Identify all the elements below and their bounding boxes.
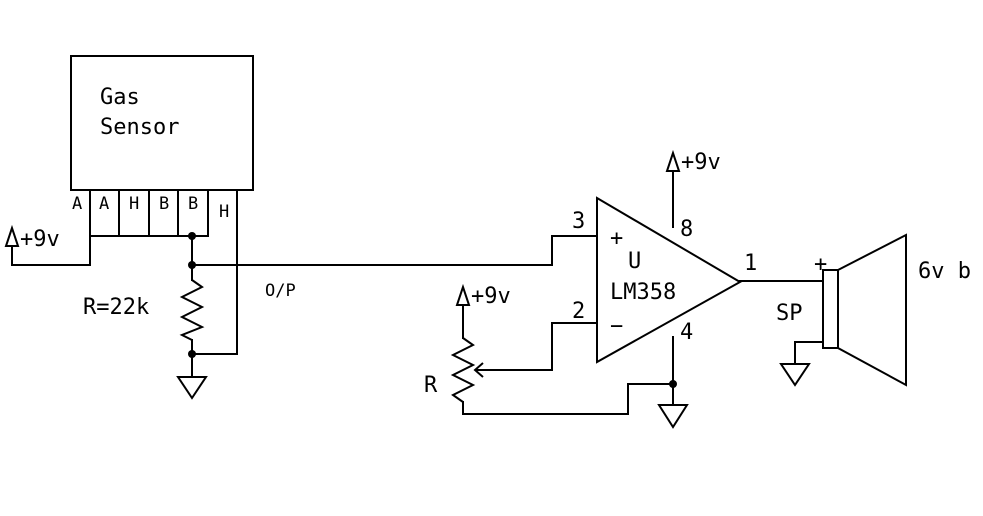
- speaker: + SP 6v b: [739, 233, 971, 387]
- opamp-pin-4: 4: [680, 320, 693, 345]
- supply-pot-label: +9v: [471, 284, 511, 309]
- gas-sensor-title-line2: Sensor: [100, 115, 179, 140]
- potentiometer: +9v R: [424, 283, 598, 403]
- gas-sensor-title-line1: Gas: [100, 85, 140, 110]
- wire-speaker-ground: [794, 341, 824, 365]
- supply-opamp-label: +9v: [681, 150, 721, 175]
- wire-heater-return: [191, 189, 238, 355]
- opamp-plus-sign: +: [610, 226, 623, 251]
- opamp-minus-sign: −: [610, 314, 623, 339]
- opamp-pin-2: 2: [572, 299, 585, 324]
- ground-icon: [779, 363, 811, 387]
- sensor-pin-a2: A: [99, 194, 109, 214]
- sensor-output-network: R=22k: [83, 189, 238, 400]
- supply-left: +9v: [4, 224, 91, 266]
- output-label: O/P: [265, 281, 296, 301]
- opamp-pin-8: 8: [680, 217, 693, 242]
- pot-resistor-symbol: [450, 337, 476, 403]
- speaker-cone-icon: [837, 233, 907, 387]
- sensor-pin-b1: B: [159, 194, 169, 214]
- load-resistor-symbol: [179, 279, 205, 341]
- wire-pot-wiper: [488, 322, 598, 371]
- ground-icon: [657, 404, 689, 429]
- opamp-ground-network: [462, 336, 689, 429]
- speaker-rating: 6v b: [918, 259, 971, 284]
- pot-label: R: [424, 373, 438, 398]
- speaker-magnet: [822, 269, 839, 349]
- supply-arrow-icon: [665, 149, 681, 172]
- speaker-label: SP: [776, 301, 803, 326]
- wire-pot-bottom: [462, 383, 674, 415]
- opamp: + − U LM358 3 2 8 4 1: [572, 196, 757, 364]
- junction-dot: [188, 232, 196, 240]
- pot-wiper-arrowhead: [473, 362, 484, 378]
- sensor-pin-a1: A: [72, 194, 82, 214]
- speaker-polarity: +: [814, 252, 827, 277]
- sensor-pin-h2: H: [219, 202, 229, 222]
- opamp-designator: U: [628, 249, 641, 274]
- opamp-pin-1: 1: [744, 251, 757, 276]
- supply-arrow-icon: [455, 283, 471, 306]
- opamp-part-number: LM358: [610, 280, 676, 305]
- supply-left-label: +9v: [20, 227, 60, 252]
- supply-wire: [11, 235, 91, 266]
- sensor-pin-b2: B: [188, 194, 198, 214]
- wire-output-signal: [191, 235, 598, 266]
- gas-sensor: Gas Sensor A A H B B H: [70, 55, 254, 237]
- supply-opamp: +9v: [665, 149, 721, 228]
- sensor-pin-h1: H: [129, 194, 139, 214]
- opamp-pin-3: 3: [572, 209, 585, 234]
- supply-arrow-icon: [4, 224, 20, 247]
- load-resistor-label: R=22k: [83, 295, 149, 320]
- ground-icon: [176, 376, 208, 400]
- opamp-triangle: [596, 196, 743, 364]
